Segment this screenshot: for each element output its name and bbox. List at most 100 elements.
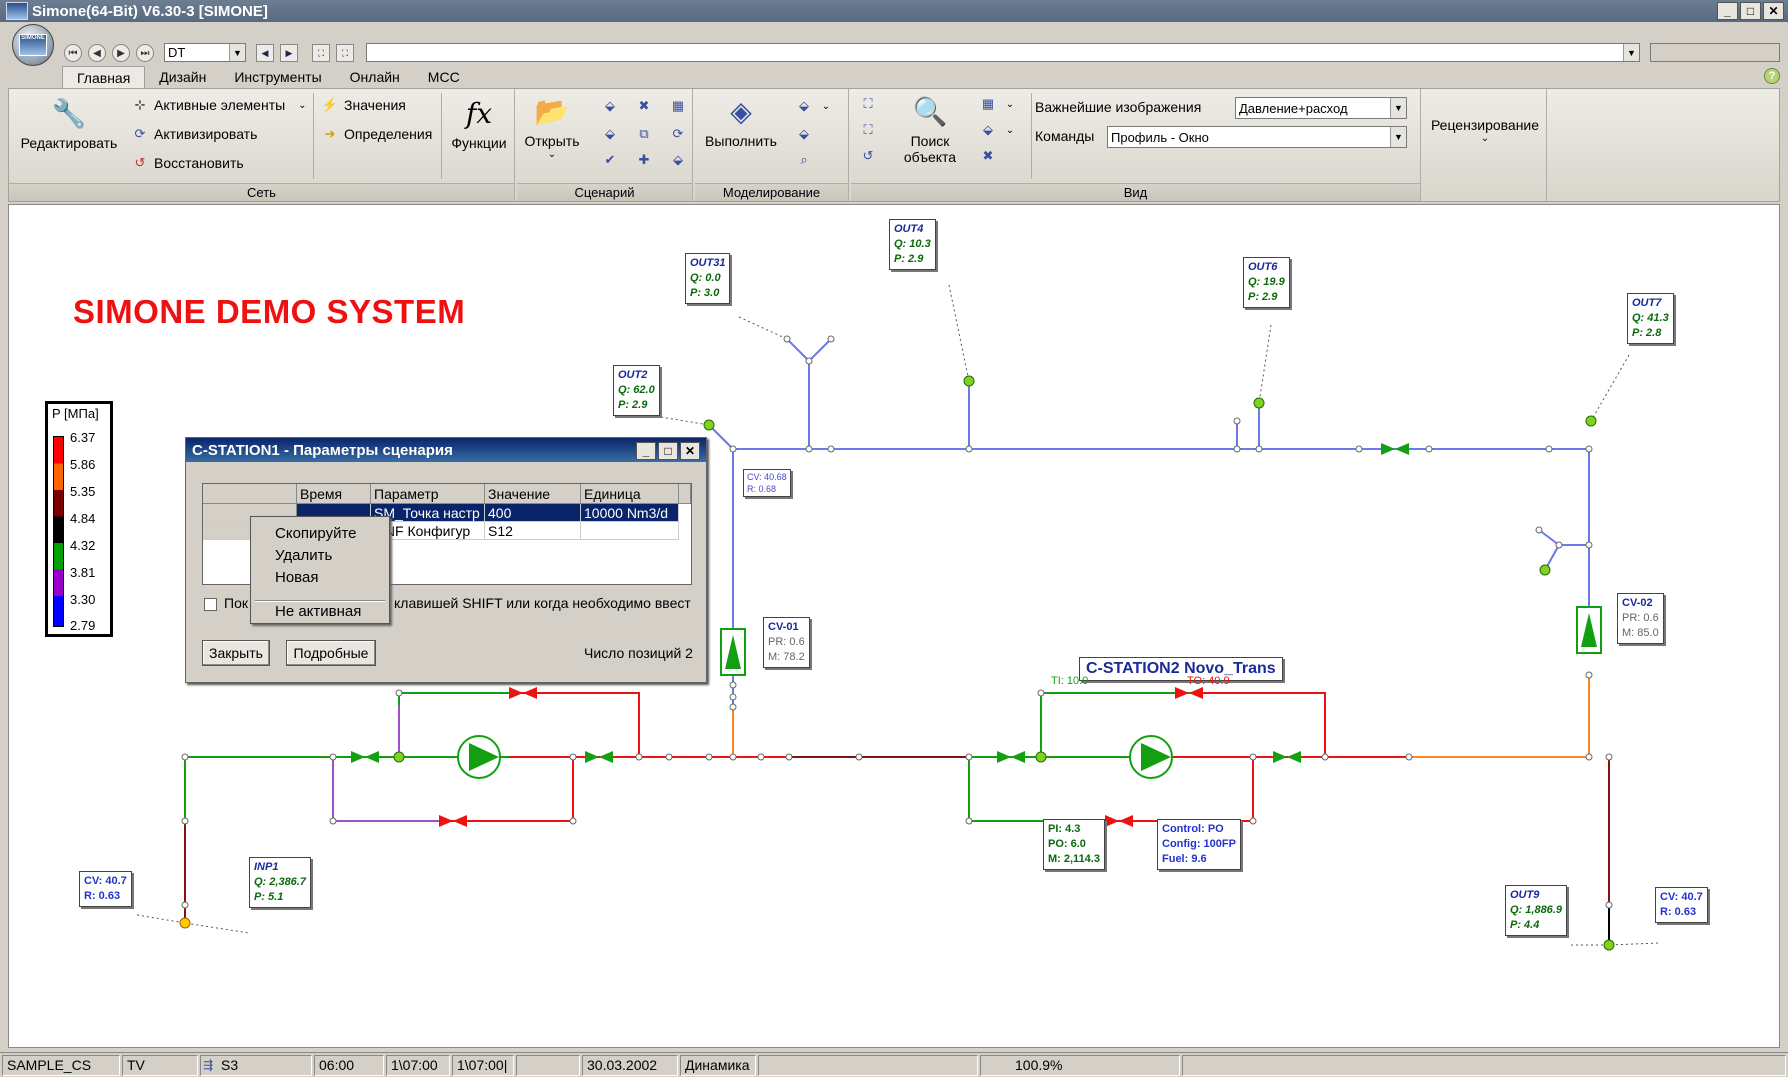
menu-item-inactive[interactable]: Не активная (275, 603, 362, 620)
info-box-out4[interactable]: OUT4 Q: 10.3 P: 2.9 (889, 219, 936, 270)
dialog-title[interactable]: C-STATION1 - Параметры сценария (186, 438, 706, 462)
grid-corner (203, 484, 297, 504)
info-box-inp1[interactable]: INP1 Q: 2,386.7 P: 5.1 (249, 857, 311, 908)
info-box-cv02[interactable]: CV-02 PR: 0.6 M: 85.0 (1617, 593, 1664, 644)
run-button[interactable]: ◈ Выполнить (701, 93, 781, 150)
restore-button[interactable]: ↺Восстановить (131, 155, 244, 171)
simone-logo: SIMONE (19, 34, 47, 56)
menu-item-new[interactable]: Новая (275, 569, 319, 586)
menu-item-delete[interactable]: Удалить (275, 547, 333, 564)
tab-online[interactable]: Онлайн (349, 69, 400, 85)
details-button[interactable]: Подробные (286, 640, 376, 666)
next-step-icon[interactable]: ▶ (280, 44, 298, 62)
review-button[interactable]: Рецензирование ⌄ (1423, 117, 1547, 144)
chevron-down-icon[interactable]: ⌄ (1005, 124, 1015, 136)
col-unit[interactable]: Единица (581, 484, 679, 504)
address-select[interactable]: ▼ (366, 43, 1640, 62)
tab-home[interactable]: Главная (62, 66, 146, 88)
tab-tools[interactable]: Инструменты (234, 69, 322, 85)
open-scenario-button[interactable]: 📂 Открыть ⌄ (523, 93, 581, 161)
status-mode: TV (122, 1055, 198, 1076)
table-cell[interactable]: 400 (485, 504, 581, 522)
info-box-cv-left[interactable]: CV: 40.7 R: 0.63 (79, 871, 132, 907)
col-value[interactable]: Значение (485, 484, 581, 504)
network-canvas[interactable]: SIMONE DEMO SYSTEM P [МПа] 6.37 5.86 5.3… (8, 204, 1780, 1048)
model-options-icon[interactable]: ⬙ (799, 98, 809, 113)
dialog-maximize-button[interactable]: □ (658, 442, 678, 460)
forward-icon[interactable]: ▶ (112, 44, 130, 62)
app-menu-button[interactable]: SIMONE (12, 24, 54, 66)
status-field (1650, 43, 1780, 62)
status-bar: SAMPLE_CS TV S3 06:00 1\07:00 1\07:00| 3… (0, 1052, 1788, 1077)
view-paint-icon[interactable]: ⬙ (983, 122, 993, 137)
zoom-previous-icon[interactable]: ↺ (862, 148, 874, 163)
first-icon[interactable]: ⏮ (64, 44, 82, 62)
time-mode-select[interactable]: DT▼ (164, 43, 246, 62)
shift-checkbox[interactable] (204, 598, 217, 611)
col-time[interactable]: Время (297, 484, 371, 504)
station2-label[interactable]: C-STATION2 Novo_Trans (1079, 657, 1283, 681)
minimize-button[interactable]: _ (1717, 2, 1738, 20)
edit-button[interactable]: 🔧 Редактировать (17, 95, 121, 152)
table-cell[interactable]: S12 (485, 522, 581, 540)
model-step-icon[interactable]: ⬙ (799, 126, 809, 141)
table-cell[interactable]: ONF Конфигур (371, 522, 485, 540)
item-count: Число позиций 2 (584, 645, 693, 661)
search-object-button[interactable]: 🔍 Поиск объекта (891, 93, 969, 166)
scenario-copy-icon[interactable]: ⧉ (639, 126, 649, 141)
scenario-check-icon[interactable]: ✔ (604, 152, 616, 167)
run-simulation-icon: ◈ (730, 95, 752, 127)
context-menu: Скопируйте Удалить Новая Не активная (250, 516, 390, 624)
table-cell[interactable] (581, 522, 679, 540)
functions-button[interactable]: fx Функции (451, 96, 507, 152)
info-box-cv01[interactable]: CV-01 PR: 0.6 M: 78.2 (763, 617, 810, 668)
maximize-button[interactable]: □ (1740, 2, 1761, 20)
back-icon[interactable]: ◀ (88, 44, 106, 62)
dialog-close-button[interactable]: ✕ (680, 442, 700, 460)
menu-item-copy[interactable]: Скопируйте (275, 525, 357, 542)
commands-select[interactable]: Профиль - Окно▼ (1107, 126, 1407, 148)
scenario-new-icon[interactable]: ⬙ (605, 98, 615, 113)
table-cell[interactable]: 10000 Nm3/d (581, 504, 679, 522)
scenario-edit-icon[interactable]: ⬙ (605, 126, 615, 141)
scenario-settings-icon[interactable]: ⬙ (673, 152, 683, 167)
control-valve-cv02-icon (1576, 606, 1602, 654)
view-close-icon[interactable]: ✖ (982, 148, 994, 163)
scenario-list-icon[interactable]: ▦ (671, 98, 685, 113)
info-box-out7[interactable]: OUT7 Q: 41.3 P: 2.8 (1627, 293, 1674, 344)
info-box-out6[interactable]: OUT6 Q: 19.9 P: 2.9 (1243, 257, 1290, 308)
dialog-minimize-button[interactable]: _ (636, 442, 656, 460)
dialog-close-action-button[interactable]: Закрыть (202, 640, 270, 666)
info-box-out2[interactable]: OUT2 Q: 62.0 P: 2.9 (613, 365, 660, 416)
tab-design[interactable]: Дизайн (159, 69, 207, 85)
model-search-icon[interactable]: ⌕ (800, 152, 808, 167)
info-box-station-control[interactable]: Control: PO Config: 100FP Fuel: 9.6 (1157, 819, 1241, 870)
activate-button[interactable]: ⟳Активизировать (131, 126, 258, 142)
col-param[interactable]: Параметр (371, 484, 485, 504)
scenario-refresh-icon[interactable]: ⟳ (672, 126, 684, 141)
zoom-in-icon[interactable]: ⛶ (312, 44, 330, 62)
chevron-down-icon[interactable]: ⌄ (821, 100, 831, 112)
info-box-station-pressure[interactable]: PI: 4.3 PO: 6.0 M: 2,114.3 (1043, 819, 1105, 870)
active-elements-button[interactable]: ⊹Активные элементы⌄ (131, 97, 307, 113)
table-cell[interactable]: SM_Точка настр (371, 504, 485, 522)
zoom-out-icon[interactable]: ⛶ (336, 44, 354, 62)
scenario-add-icon[interactable]: ✚ (638, 152, 650, 167)
values-button[interactable]: ⚡Значения (321, 97, 406, 113)
info-box-cv-small[interactable]: CV: 40.68 R: 0.68 (743, 469, 791, 497)
info-box-out9[interactable]: OUT9 Q: 1,886.9 P: 4.4 (1505, 885, 1567, 936)
tab-mcc[interactable]: MCC (427, 69, 460, 85)
chevron-down-icon[interactable]: ⌄ (1005, 98, 1015, 110)
scenario-delete-icon[interactable]: ✖ (638, 98, 650, 113)
info-box-out31[interactable]: OUT31 Q: 0.0 P: 3.0 (685, 253, 731, 304)
definitions-button[interactable]: ➜Определения (321, 126, 433, 142)
info-box-cv-right[interactable]: CV: 40.7 R: 0.63 (1655, 887, 1708, 923)
prev-step-icon[interactable]: ◀ (256, 44, 274, 62)
help-icon[interactable]: ? (1764, 68, 1780, 84)
key-images-select[interactable]: Давление+расход▼ (1235, 97, 1407, 119)
zoom-window-icon[interactable]: ⛶ (863, 122, 873, 137)
last-icon[interactable]: ⏭ (136, 44, 154, 62)
fit-view-icon[interactable]: ⛶ (863, 96, 873, 111)
close-button[interactable]: ✕ (1763, 2, 1784, 20)
view-layers-icon[interactable]: ▦ (981, 96, 995, 111)
